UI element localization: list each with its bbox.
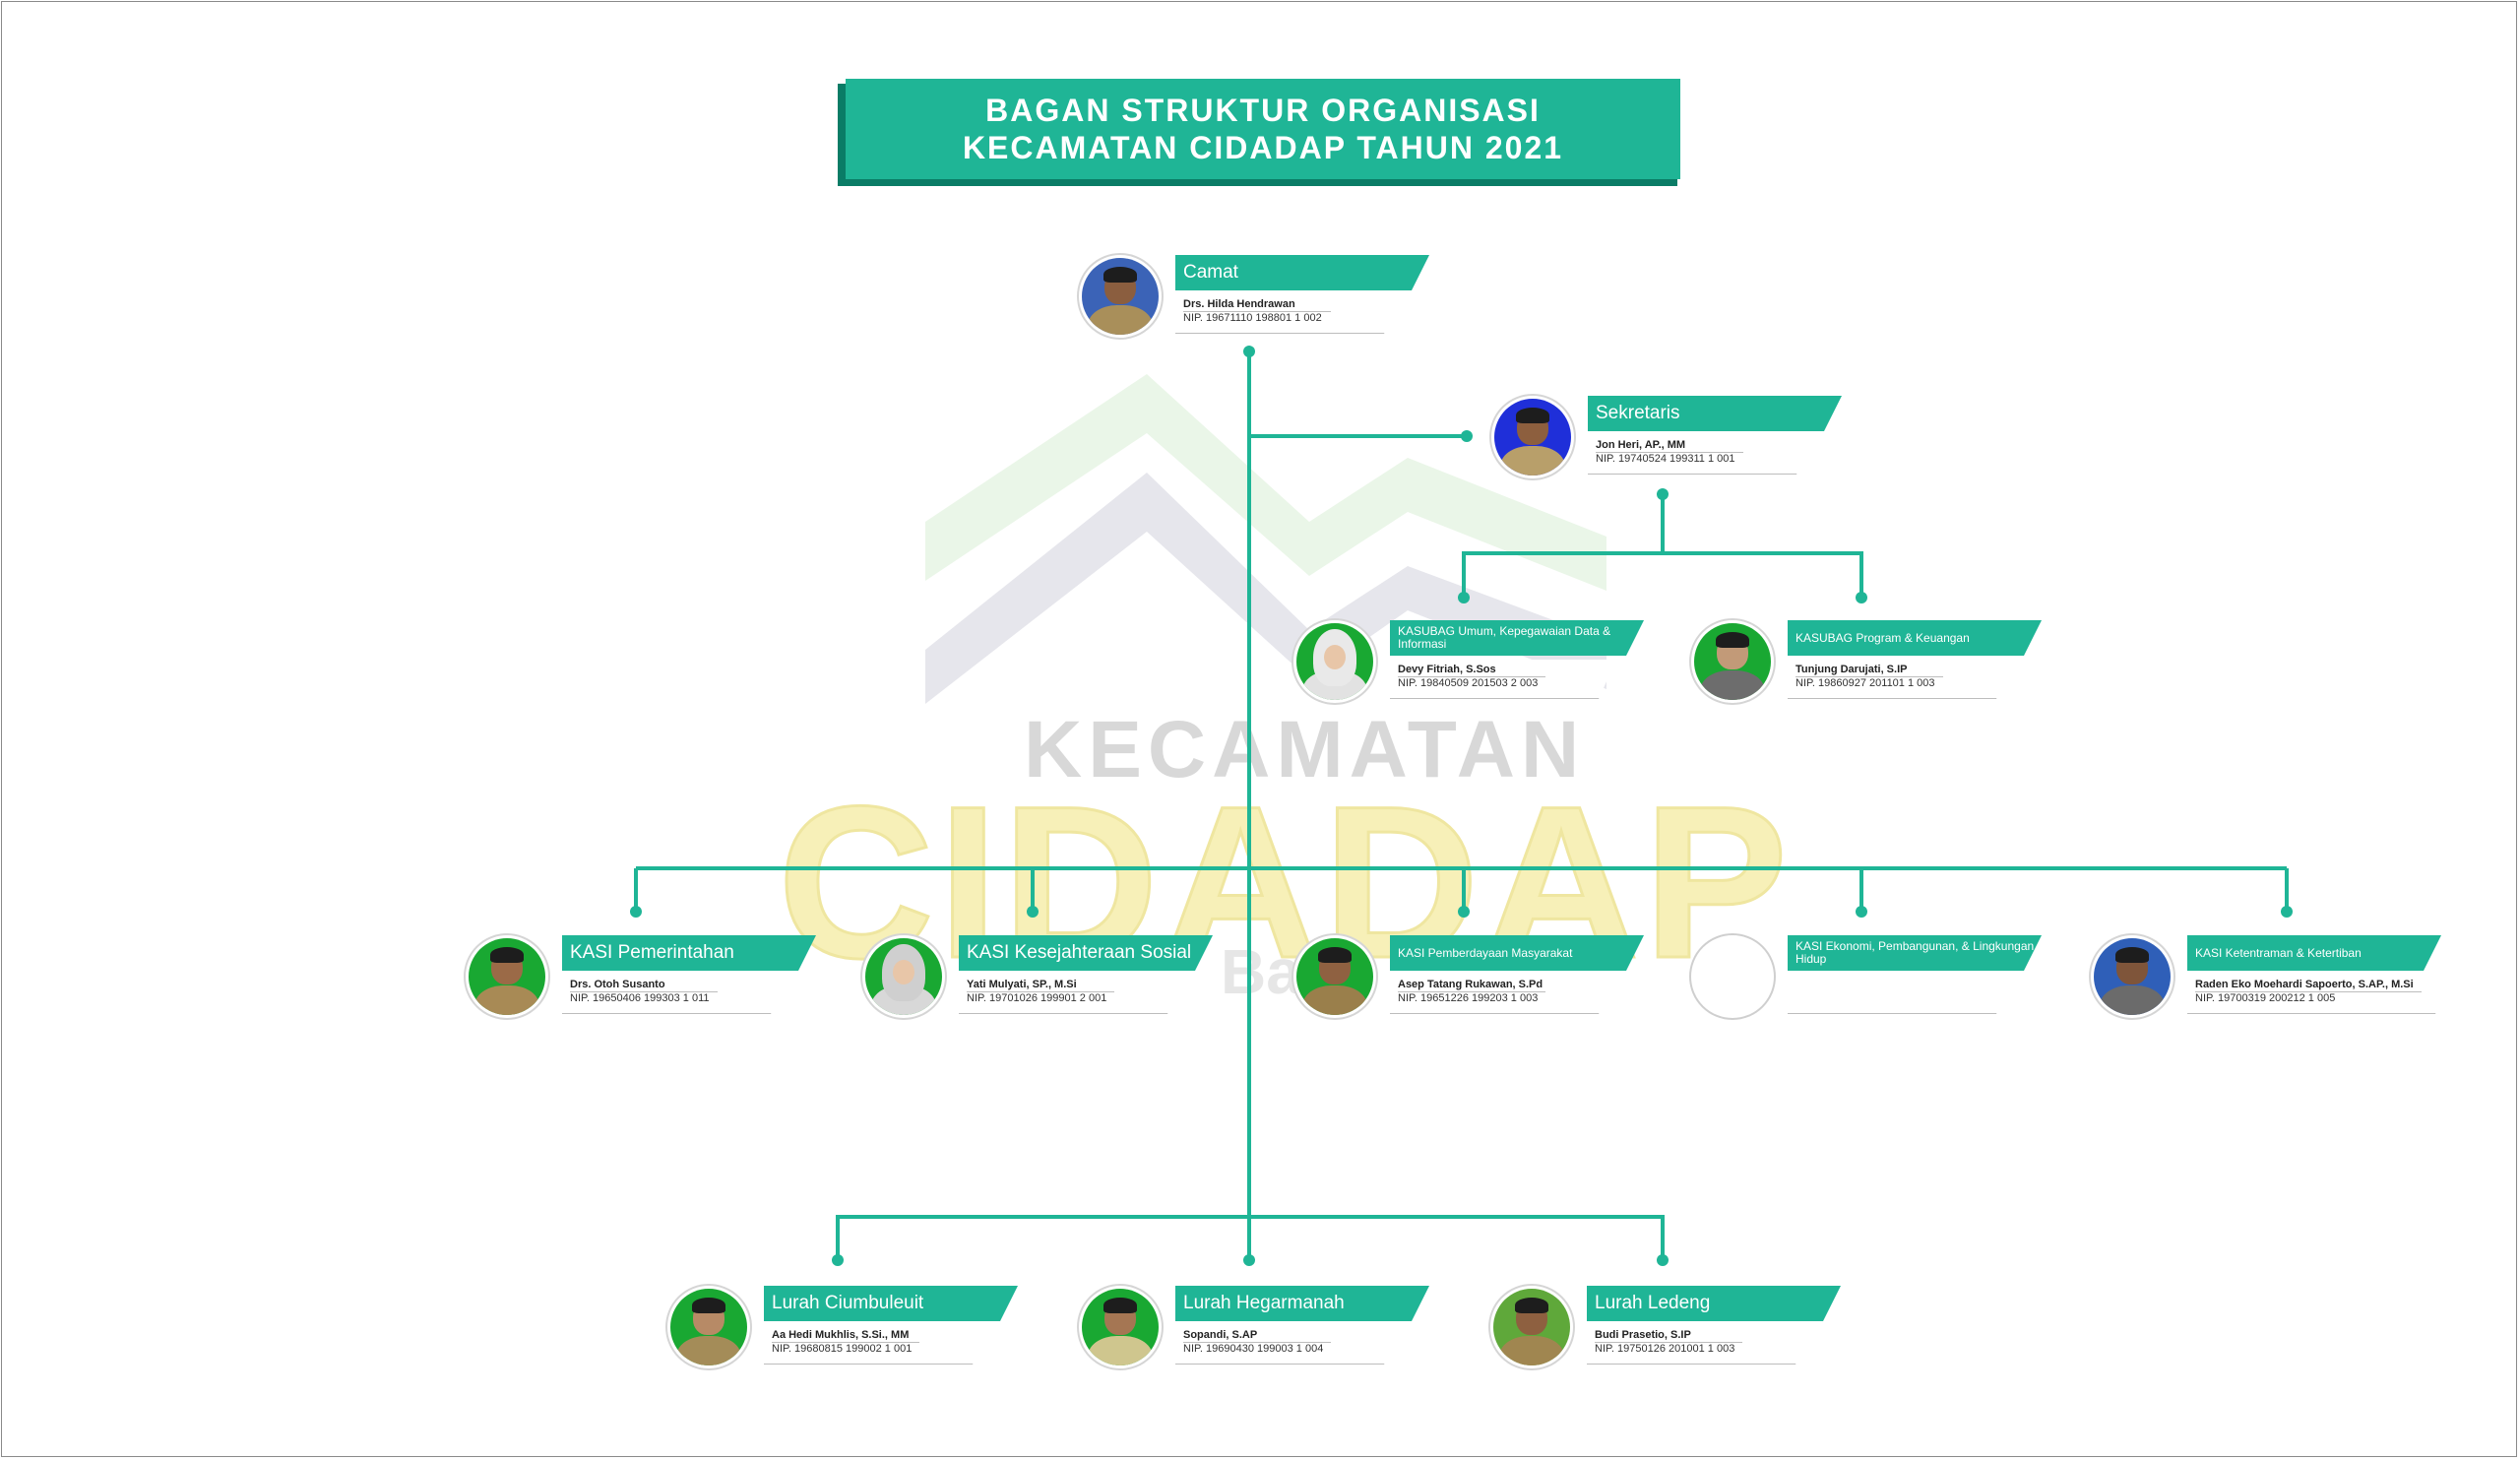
avatar bbox=[860, 933, 947, 1020]
person-name: Drs. Hilda Hendrawan bbox=[1183, 298, 1295, 310]
info-box: Yati Mulyati, SP., M.Si NIP. 19701026 19… bbox=[959, 975, 1185, 1014]
role-bar: Lurah Hegarmanah bbox=[1175, 1286, 1429, 1321]
avatar bbox=[1488, 1284, 1575, 1370]
card-sekretaris: Sekretaris Jon Heri, AP., MM NIP. 197405… bbox=[1489, 394, 1922, 482]
avatar bbox=[1292, 618, 1378, 705]
role-label: KASI Pemerintahan bbox=[570, 942, 734, 963]
person-nip: NIP. 19740524 199311 1 001 bbox=[1596, 453, 1735, 465]
role-label: Lurah Hegarmanah bbox=[1183, 1293, 1345, 1313]
info-box: Tunjung Darujati, S.IP NIP. 19860927 201… bbox=[1788, 660, 2014, 699]
avatar bbox=[1489, 394, 1576, 480]
card-kasi-pemberdayaan: KASI Pemberdayaan Masyarakat Asep Tatang… bbox=[1292, 933, 1725, 1022]
role-label: Lurah Ciumbuleuit bbox=[772, 1293, 924, 1313]
person-nip: NIP. 19840509 201503 2 003 bbox=[1398, 677, 1539, 689]
role-bar: KASUBAG Program & Keuangan bbox=[1788, 620, 2042, 656]
card-kasi-ketentraman: KASI Ketentraman & Ketertiban Raden Eko … bbox=[2089, 933, 2520, 1022]
card-camat: Camat Drs. Hilda Hendrawan NIP. 19671110… bbox=[1077, 253, 1510, 342]
role-bar: Camat bbox=[1175, 255, 1429, 290]
person-nip: NIP. 19860927 201101 1 003 bbox=[1796, 677, 1935, 689]
avatar bbox=[464, 933, 550, 1020]
avatar bbox=[1077, 1284, 1164, 1370]
info-box: Drs. Hilda Hendrawan NIP. 19671110 19880… bbox=[1175, 294, 1402, 334]
role-bar: KASI Pemberdayaan Masyarakat bbox=[1390, 935, 1644, 971]
person-name: Budi Prasetio, S.IP bbox=[1595, 1329, 1691, 1341]
card-kasi-kesejahteraan: KASI Kesejahteraan Sosial Yati Mulyati, … bbox=[860, 933, 1293, 1022]
card-kasi-pemerintahan: KASI Pemerintahan Drs. Otoh Susanto NIP.… bbox=[464, 933, 897, 1022]
avatar bbox=[1077, 253, 1164, 340]
info-box bbox=[1788, 975, 2014, 1014]
avatar bbox=[1689, 618, 1776, 705]
person-nip: NIP. 19750126 201001 1 003 bbox=[1595, 1343, 1735, 1355]
avatar bbox=[1292, 933, 1378, 1020]
person-name: Jon Heri, AP., MM bbox=[1596, 439, 1686, 451]
role-bar: KASI Pemerintahan bbox=[562, 935, 816, 971]
info-box: Raden Eko Moehardi Sapoerto, S.AP., M.Si… bbox=[2187, 975, 2453, 1014]
card-kasubag-umum: KASUBAG Umum, Kepegawaian Data & Informa… bbox=[1292, 618, 1725, 707]
card-kasi-ekonomi: KASI Ekonomi, Pembangunan, & Lingkungan … bbox=[1689, 933, 2122, 1022]
info-box: Sopandi, S.AP NIP. 19690430 199003 1 004 bbox=[1175, 1325, 1402, 1365]
role-bar: KASUBAG Umum, Kepegawaian Data & Informa… bbox=[1390, 620, 1644, 656]
person-nip: NIP. 19650406 199303 1 011 bbox=[570, 992, 710, 1004]
card-lurah-ciumbuleuit: Lurah Ciumbuleuit Aa Hedi Mukhlis, S.Si.… bbox=[665, 1284, 1099, 1372]
info-box: Jon Heri, AP., MM NIP. 19740524 199311 1… bbox=[1588, 435, 1814, 475]
card-lurah-hegarmanah: Lurah Hegarmanah Sopandi, S.AP NIP. 1969… bbox=[1077, 1284, 1510, 1372]
role-label: Camat bbox=[1183, 262, 1238, 283]
person-name: Yati Mulyati, SP., M.Si bbox=[967, 979, 1077, 990]
info-box: Drs. Otoh Susanto NIP. 19650406 199303 1… bbox=[562, 975, 788, 1014]
person-name: Aa Hedi Mukhlis, S.Si., MM bbox=[772, 1329, 910, 1341]
avatar bbox=[665, 1284, 752, 1370]
info-box: Asep Tatang Rukawan, S.Pd NIP. 19651226 … bbox=[1390, 975, 1616, 1014]
role-bar: Sekretaris bbox=[1588, 396, 1842, 431]
role-label: KASI Pemberdayaan Masyarakat bbox=[1398, 945, 1573, 960]
person-nip: NIP. 19671110 198801 1 002 bbox=[1183, 312, 1322, 324]
role-bar: KASI Ketentraman & Ketertiban bbox=[2187, 935, 2441, 971]
person-nip: NIP. 19690430 199003 1 004 bbox=[1183, 1343, 1324, 1355]
person-nip: NIP. 19701026 199901 2 001 bbox=[967, 992, 1107, 1004]
person-name: Raden Eko Moehardi Sapoerto, S.AP., M.Si bbox=[2195, 979, 2414, 990]
role-label: KASI Kesejahteraan Sosial bbox=[967, 942, 1192, 963]
person-name: Asep Tatang Rukawan, S.Pd bbox=[1398, 979, 1544, 990]
person-nip: NIP. 19680815 199002 1 001 bbox=[772, 1343, 913, 1355]
title-line-1: BAGAN STRUKTUR ORGANISASI bbox=[985, 93, 1541, 128]
person-name: Drs. Otoh Susanto bbox=[570, 979, 665, 990]
role-label: KASUBAG Program & Keuangan bbox=[1796, 630, 1970, 645]
card-lurah-ledeng: Lurah Ledeng Budi Prasetio, S.IP NIP. 19… bbox=[1488, 1284, 1922, 1372]
role-label: KASI Ketentraman & Ketertiban bbox=[2195, 945, 2362, 960]
avatar-empty bbox=[1689, 933, 1776, 1020]
role-bar: Lurah Ledeng bbox=[1587, 1286, 1841, 1321]
role-label: KASI Ekonomi, Pembangunan, & Lingkungan … bbox=[1796, 939, 2035, 966]
role-bar: Lurah Ciumbuleuit bbox=[764, 1286, 1018, 1321]
role-label: Lurah Ledeng bbox=[1595, 1293, 1711, 1313]
person-name: Tunjung Darujati, S.IP bbox=[1796, 664, 1908, 675]
avatar bbox=[2089, 933, 2175, 1020]
info-box: Budi Prasetio, S.IP NIP. 19750126 201001… bbox=[1587, 1325, 1813, 1365]
role-bar: KASI Kesejahteraan Sosial bbox=[959, 935, 1213, 971]
info-box: Devy Fitriah, S.Sos NIP. 19840509 201503… bbox=[1390, 660, 1616, 699]
person-nip: NIP. 19651226 199203 1 003 bbox=[1398, 992, 1539, 1004]
info-box: Aa Hedi Mukhlis, S.Si., MM NIP. 19680815… bbox=[764, 1325, 990, 1365]
role-label: KASUBAG Umum, Kepegawaian Data & Informa… bbox=[1398, 624, 1611, 651]
card-kasubag-program: KASUBAG Program & Keuangan Tunjung Daruj… bbox=[1689, 618, 2122, 707]
title-line-2: KECAMATAN CIDADAP TAHUN 2021 bbox=[962, 130, 1564, 165]
chart-title: BAGAN STRUKTUR ORGANISASI KECAMATAN CIDA… bbox=[846, 79, 1680, 179]
person-name: Sopandi, S.AP bbox=[1183, 1329, 1258, 1341]
role-label: Sekretaris bbox=[1596, 403, 1680, 423]
role-bar: KASI Ekonomi, Pembangunan, & Lingkungan … bbox=[1788, 935, 2042, 971]
person-name: Devy Fitriah, S.Sos bbox=[1398, 664, 1496, 675]
person-nip: NIP. 19700319 200212 1 005 bbox=[2195, 992, 2336, 1004]
